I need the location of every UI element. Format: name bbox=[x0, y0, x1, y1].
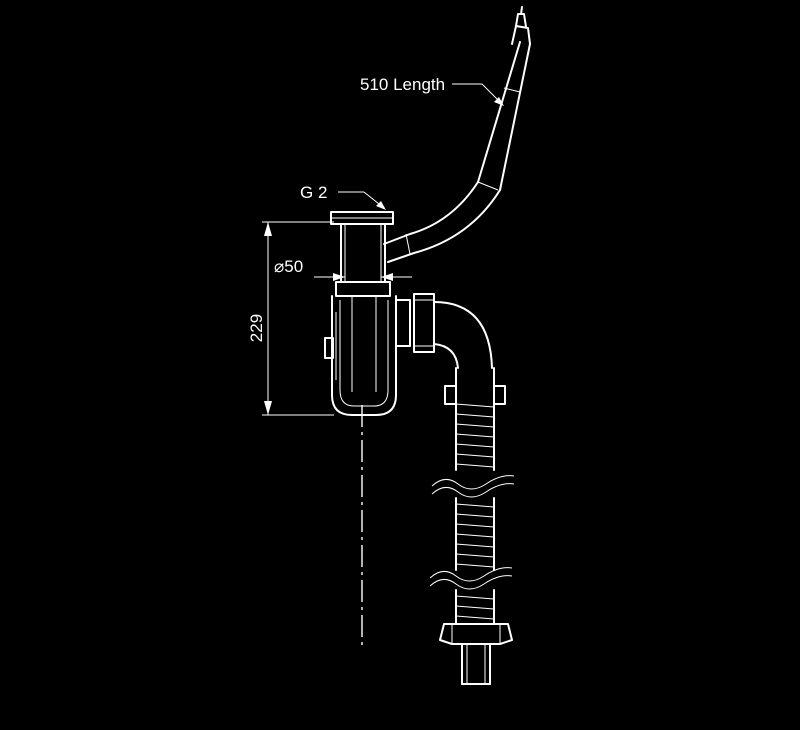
hose-length-label: 510 Length bbox=[360, 75, 445, 94]
end-coupling bbox=[439, 623, 513, 685]
trap-body bbox=[324, 295, 397, 416]
drain-hose bbox=[429, 367, 515, 625]
diameter-label: ⌀50 bbox=[274, 257, 303, 276]
thread-leader: G 2 bbox=[300, 183, 386, 210]
hose-length-leader: 510 Length bbox=[360, 75, 504, 106]
diameter-dimension: ⌀50 bbox=[274, 257, 412, 281]
thread-label: G 2 bbox=[300, 183, 327, 202]
height-label: 229 bbox=[247, 314, 266, 342]
basin-connector bbox=[330, 211, 394, 297]
height-dimension: 229 bbox=[247, 221, 334, 416]
overflow-hose bbox=[383, 6, 531, 263]
outlet-elbow bbox=[395, 293, 493, 369]
